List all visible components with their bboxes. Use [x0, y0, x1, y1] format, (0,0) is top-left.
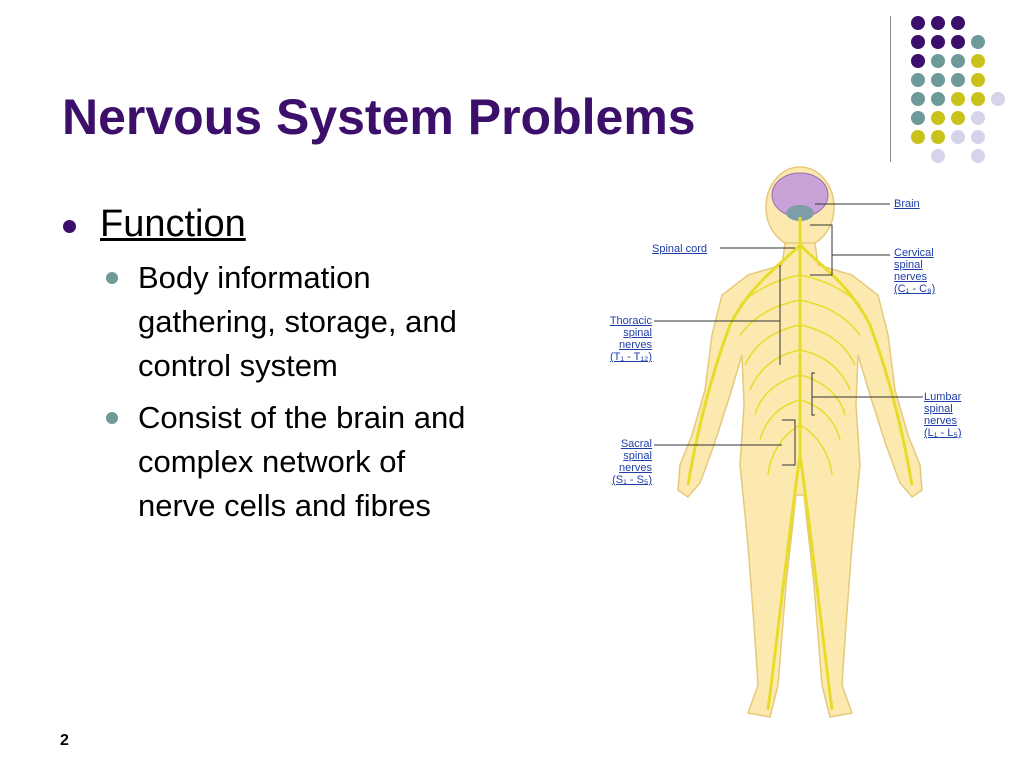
- sub-bullet-line: Consist of the brain and: [138, 400, 466, 435]
- label-text: spinal: [894, 259, 923, 271]
- label-text: nerves: [924, 415, 958, 427]
- label-text: Sacral: [620, 438, 652, 450]
- label-text: Brain: [894, 198, 920, 210]
- label-text: (T₁ - T₁₂): [609, 351, 652, 363]
- label-text: Thoracic: [609, 315, 652, 327]
- dots-olive: [911, 54, 985, 144]
- dots-lavender: [931, 92, 1005, 163]
- decorative-dot-grid: [911, 16, 1005, 163]
- human-body-illustration: [654, 166, 923, 718]
- label-text: Cervical: [894, 247, 934, 259]
- sub-bullet-line: gathering, storage, and: [138, 304, 457, 339]
- label-text: spinal: [623, 327, 652, 339]
- label-text: Lumbar: [924, 391, 962, 403]
- label-sacral-nerves: Sacral spinal nerves (S₁ - S₅): [600, 438, 652, 486]
- label-text: spinal: [924, 403, 953, 415]
- sub-bullet-dot-icon: [106, 272, 118, 284]
- callout-lines: [654, 203, 923, 466]
- label-text: Spinal cord: [652, 243, 708, 255]
- label-text: nerves: [894, 271, 928, 283]
- dots-teal: [911, 35, 985, 125]
- brain-shape: [771, 172, 829, 221]
- label-text: (C₁ - C₈): [894, 283, 936, 295]
- sub-bullet-line: complex network of: [138, 444, 406, 479]
- sub-bullet-body-information: Body information gathering, storage, and…: [100, 256, 540, 388]
- label-text: spinal: [623, 450, 652, 462]
- nervous-system-figure: Brain Spinal cord Cervical spinal nerves…: [590, 165, 990, 735]
- page-number: 2: [60, 732, 69, 749]
- bullet-dot-icon: [63, 220, 76, 233]
- label-spinal-cord: Spinal cord: [652, 243, 707, 255]
- label-brain: Brain: [894, 198, 920, 210]
- dots-purple: [911, 16, 965, 68]
- label-text: (S₁ - S₅): [612, 474, 652, 486]
- label-lumbar-nerves: Lumbar spinal nerves (L₁ - L₅): [924, 391, 961, 439]
- bullet-function: Function: [60, 200, 540, 248]
- label-text: nerves: [618, 462, 652, 474]
- bullet-list: Function Body information gathering, sto…: [60, 200, 540, 528]
- bullet-text: Function: [100, 203, 246, 245]
- label-thoracic-nerves: Thoracic spinal nerves (T₁ - T₁₂): [602, 315, 652, 363]
- label-text: (L₁ - L₅): [924, 427, 962, 439]
- sub-bullet-line: nerve cells and fibres: [138, 488, 431, 523]
- sub-bullet-consist-of: Consist of the brain and complex network…: [100, 396, 540, 528]
- sub-bullet-line: Body information: [138, 260, 371, 295]
- nerve-network: [686, 217, 914, 711]
- sub-bullet-dot-icon: [106, 412, 118, 424]
- sub-bullet-line: control system: [138, 348, 338, 383]
- label-text: nerves: [618, 339, 652, 351]
- label-cervical-nerves: Cervical spinal nerves (C₁ - C₈): [894, 247, 935, 295]
- title-divider-line: [890, 16, 891, 162]
- slide-title: Nervous System Problems: [62, 89, 696, 145]
